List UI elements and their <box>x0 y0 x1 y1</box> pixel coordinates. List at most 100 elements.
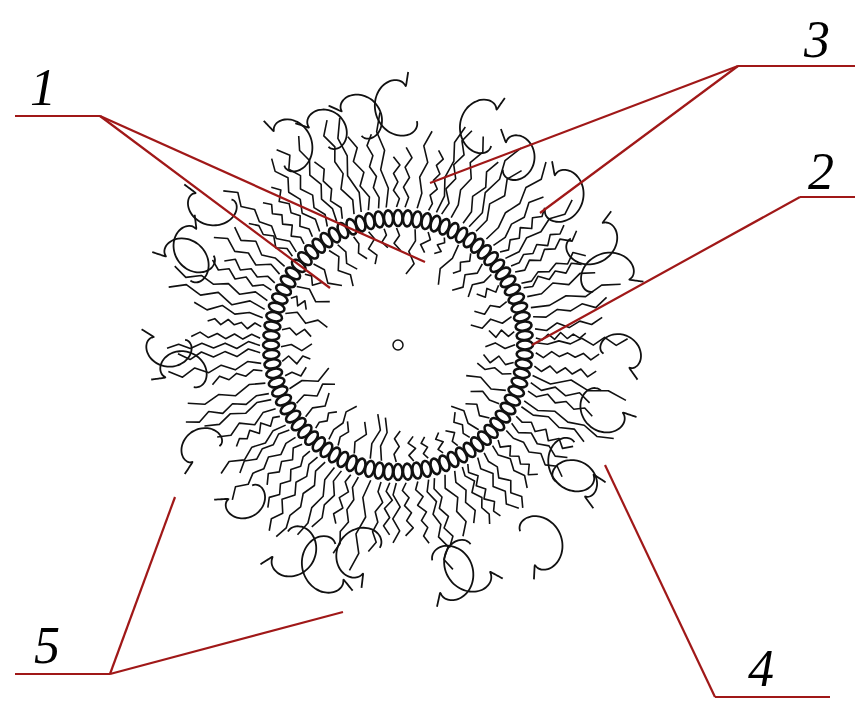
hydrophobic-chain <box>167 342 260 349</box>
shell-bead <box>394 210 403 226</box>
coil <box>336 528 381 588</box>
hydrophobic-chain <box>393 157 400 207</box>
shell-bead <box>516 330 533 340</box>
callout-number: 1 <box>30 62 56 114</box>
coil <box>375 72 417 136</box>
hydrophobic-chain <box>436 127 465 213</box>
coil <box>184 184 237 225</box>
hydrophobic-chain <box>267 444 302 485</box>
inner-chain <box>282 328 311 337</box>
hydrophobic-chain <box>521 252 585 283</box>
polymer-coils <box>142 72 644 607</box>
inner-chain <box>297 286 330 301</box>
leader-line <box>532 197 800 345</box>
coil <box>600 334 641 380</box>
inner-chain <box>489 330 514 337</box>
hydrophobic-chain <box>521 407 584 442</box>
coil <box>580 388 636 432</box>
inner-chain <box>453 253 471 273</box>
inner-chain <box>297 384 335 403</box>
hydrophobic-chain <box>469 148 521 226</box>
inner-chain <box>485 343 515 349</box>
inner-chain <box>285 367 306 376</box>
inner-chain <box>436 432 443 452</box>
inner-chain <box>394 431 400 462</box>
shell-bead <box>402 210 412 227</box>
coil <box>295 110 347 150</box>
inner-chain <box>471 391 500 404</box>
hydrophobic-chain <box>224 259 274 283</box>
coil <box>432 546 473 607</box>
callout-number: 4 <box>748 643 774 695</box>
shell-bead <box>263 341 279 350</box>
hydrophobic-chain <box>536 337 628 345</box>
shell-bead <box>263 349 280 359</box>
hydrophobic-chain <box>451 136 483 217</box>
hydrophobic-chain <box>527 273 595 297</box>
hydrophobic-chain <box>333 477 358 553</box>
leader-line <box>110 612 343 674</box>
hydrophobic-chain <box>212 370 262 385</box>
inner-chain <box>281 344 312 351</box>
inner-chain <box>468 274 491 297</box>
inner-chain <box>484 355 514 365</box>
inner-chain <box>370 414 380 459</box>
hydrophobic-chain <box>402 483 413 536</box>
polymer-chains <box>167 112 628 570</box>
hydrophobic-chain <box>367 134 379 208</box>
shell-bead <box>517 341 533 350</box>
shell-bead <box>516 349 533 359</box>
hydrophobic-chain <box>186 394 269 423</box>
leader-line <box>100 116 425 262</box>
hydrophobic-chain <box>191 332 260 339</box>
hydrophobic-chain <box>263 203 304 244</box>
leader-line <box>100 116 330 288</box>
hydrophobic-chain <box>169 285 265 310</box>
coil <box>552 460 597 508</box>
coil <box>520 516 563 579</box>
inner-chain <box>438 245 458 285</box>
hydrophobic-chain <box>348 137 370 210</box>
inner-chain <box>465 404 489 418</box>
inner-chain <box>354 422 366 454</box>
coil <box>142 329 192 366</box>
inner-chain <box>329 406 357 439</box>
coil <box>581 253 643 292</box>
inner-chain <box>434 238 444 254</box>
inner-chain <box>394 228 401 251</box>
label-underline <box>15 673 110 675</box>
inner-chain <box>471 317 512 328</box>
hydrophobic-chain <box>434 478 453 547</box>
hydrophobic-chain <box>427 480 453 570</box>
hydrophobic-chain <box>524 401 614 439</box>
shell-bead <box>402 463 412 480</box>
inner-chain <box>354 237 367 259</box>
leader-line <box>540 66 738 213</box>
inner-chain <box>454 412 470 437</box>
hydrophobic-chain <box>403 147 411 207</box>
shell-bead <box>263 330 280 340</box>
coil <box>302 536 353 593</box>
coil <box>152 238 208 282</box>
inner-chain <box>406 229 416 274</box>
label-underline <box>15 115 100 117</box>
hydrophobic-chain <box>486 162 546 239</box>
coil <box>460 98 505 153</box>
label-underline <box>715 696 830 698</box>
inner-chain <box>474 302 506 315</box>
center-point <box>393 340 403 350</box>
hydrophobic-chain <box>208 319 262 329</box>
inner-chain <box>477 363 511 374</box>
coil <box>151 351 206 387</box>
inner-chain <box>421 437 428 458</box>
leader-line <box>110 497 175 674</box>
coil <box>260 526 316 576</box>
inner-chain <box>289 368 328 389</box>
inner-chain <box>445 431 457 446</box>
hydrophobic-chain <box>221 425 286 473</box>
hydrophobic-chain <box>478 458 519 509</box>
hydrophobic-chain <box>194 302 262 318</box>
hydrophobic-chain <box>334 475 351 524</box>
